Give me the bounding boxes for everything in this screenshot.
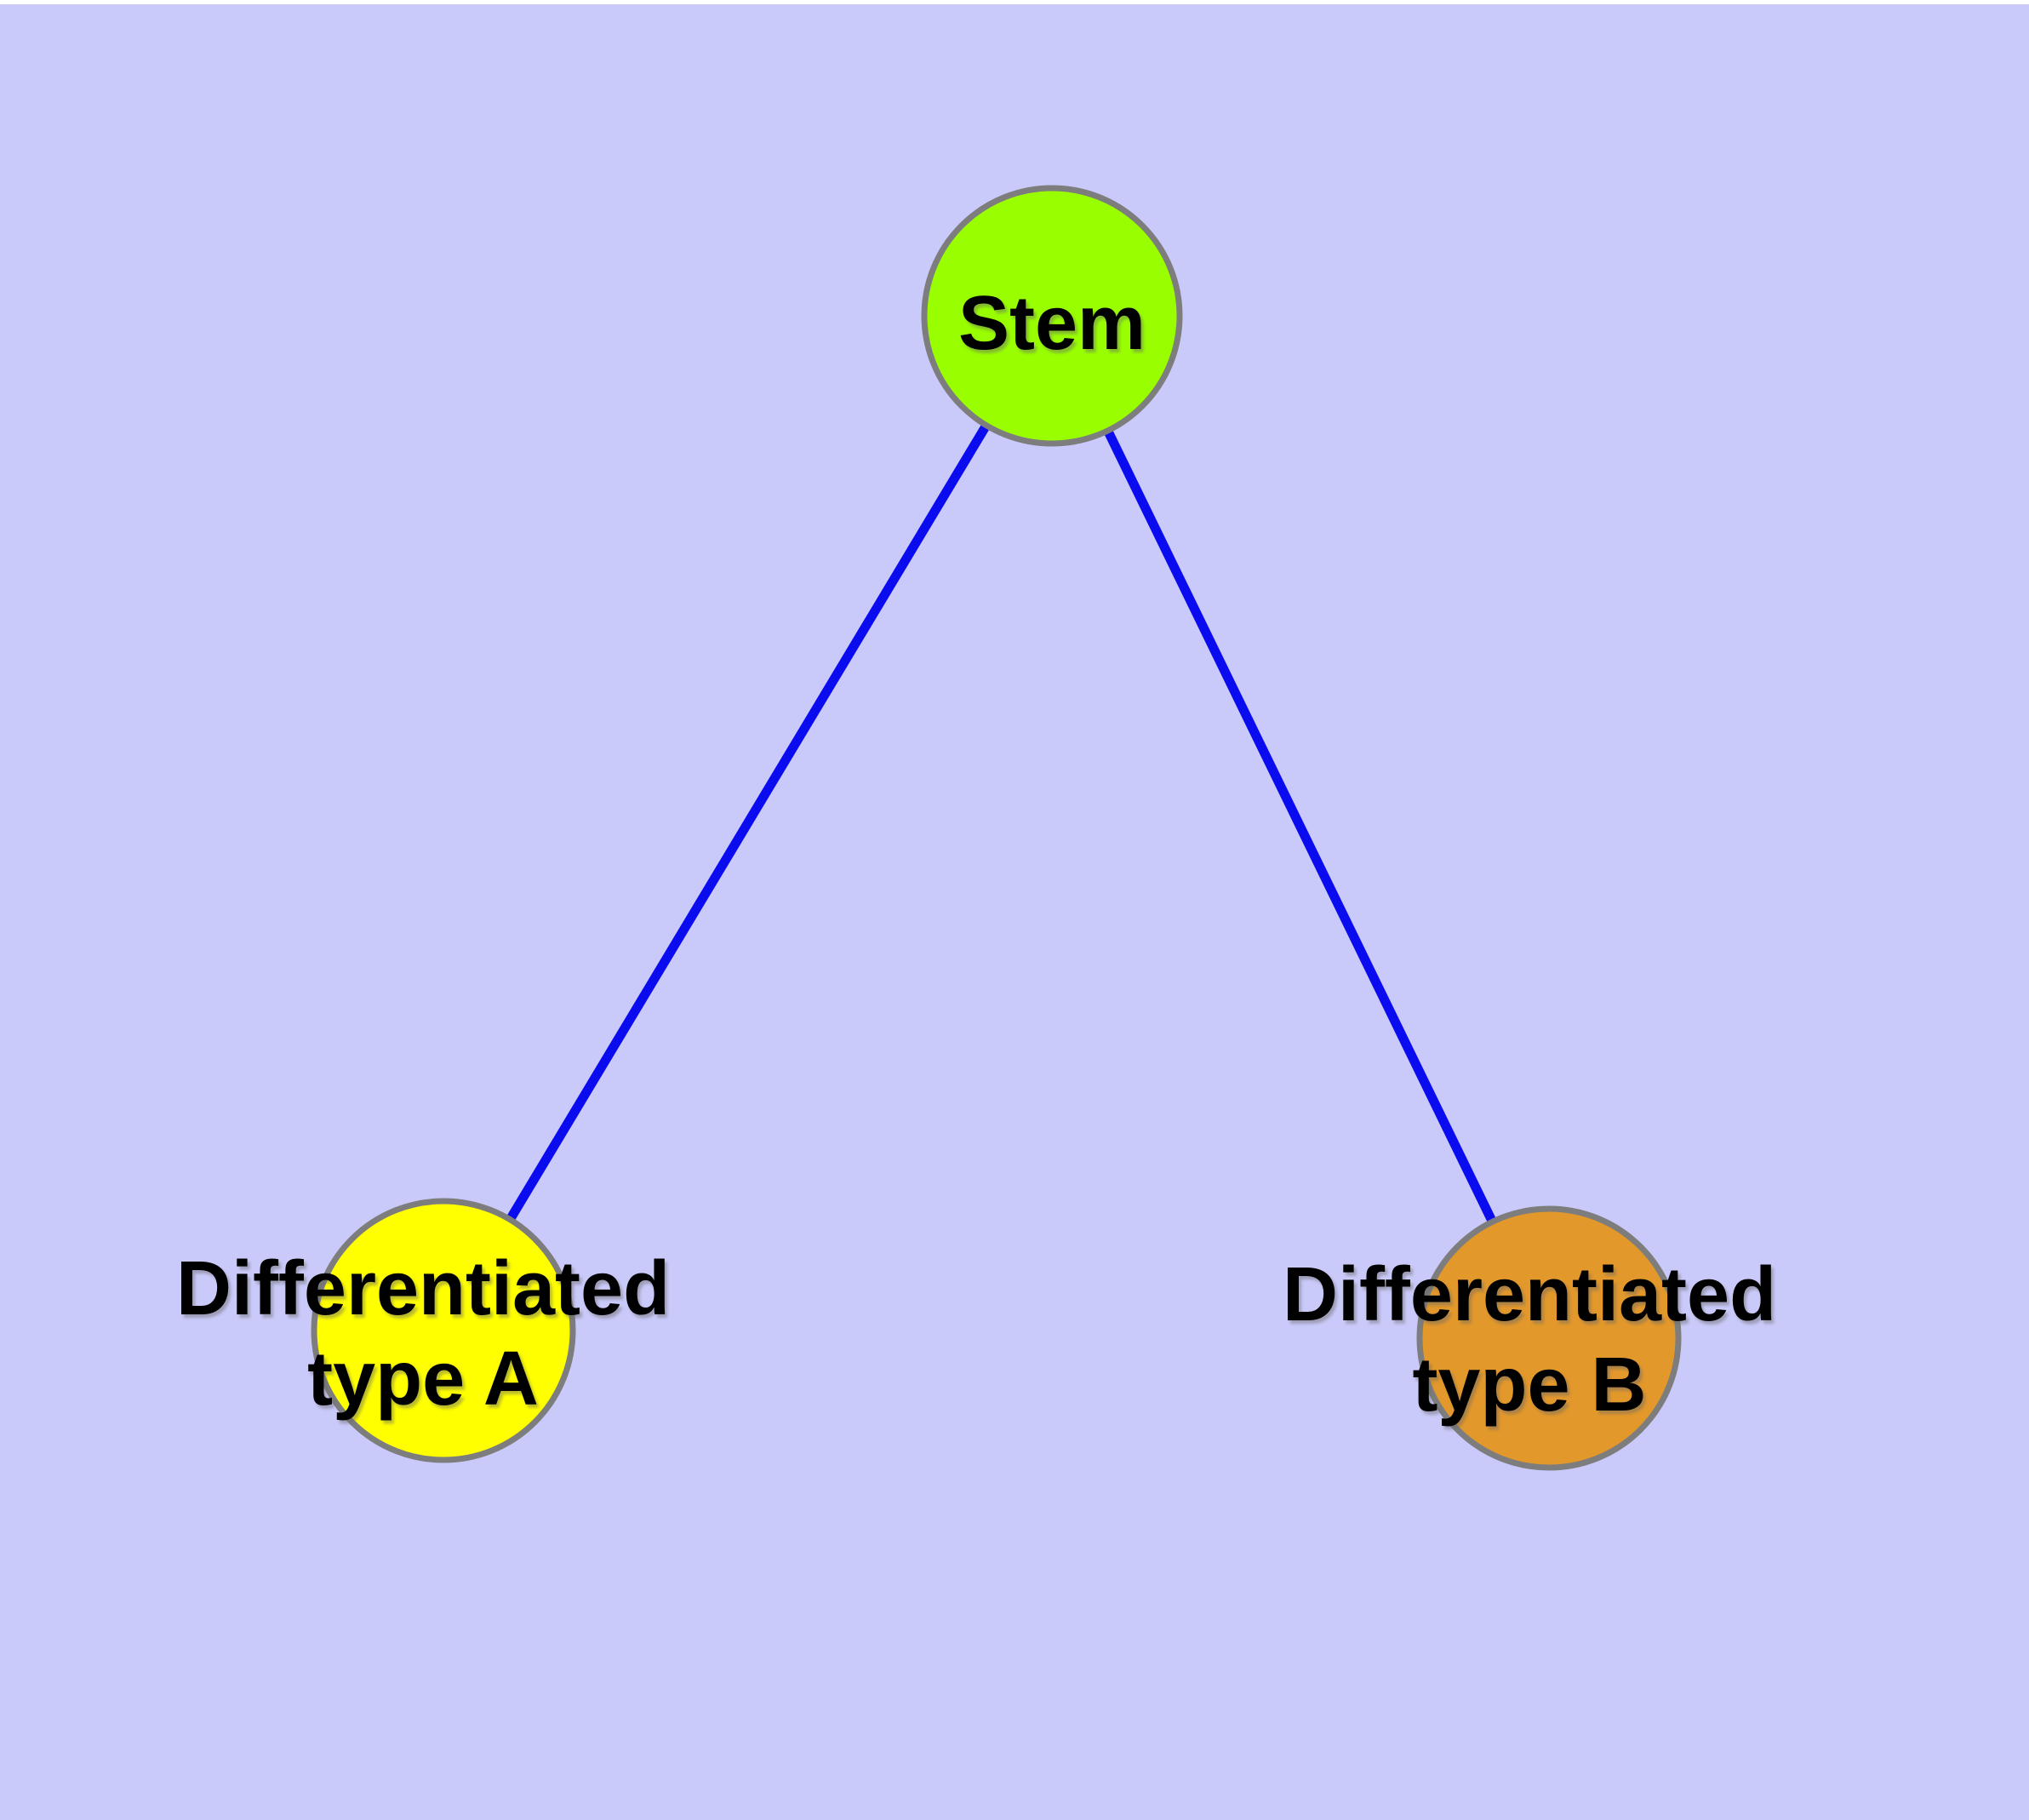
edge-stem-to-type-a	[439, 313, 1056, 1333]
top-strip	[0, 0, 2029, 4]
edge-stem-to-type-b	[1048, 313, 1553, 1341]
node-differentiated-type-b	[1416, 1205, 1682, 1471]
node-differentiated-type-a	[311, 1198, 576, 1463]
node-stem	[921, 185, 1183, 447]
